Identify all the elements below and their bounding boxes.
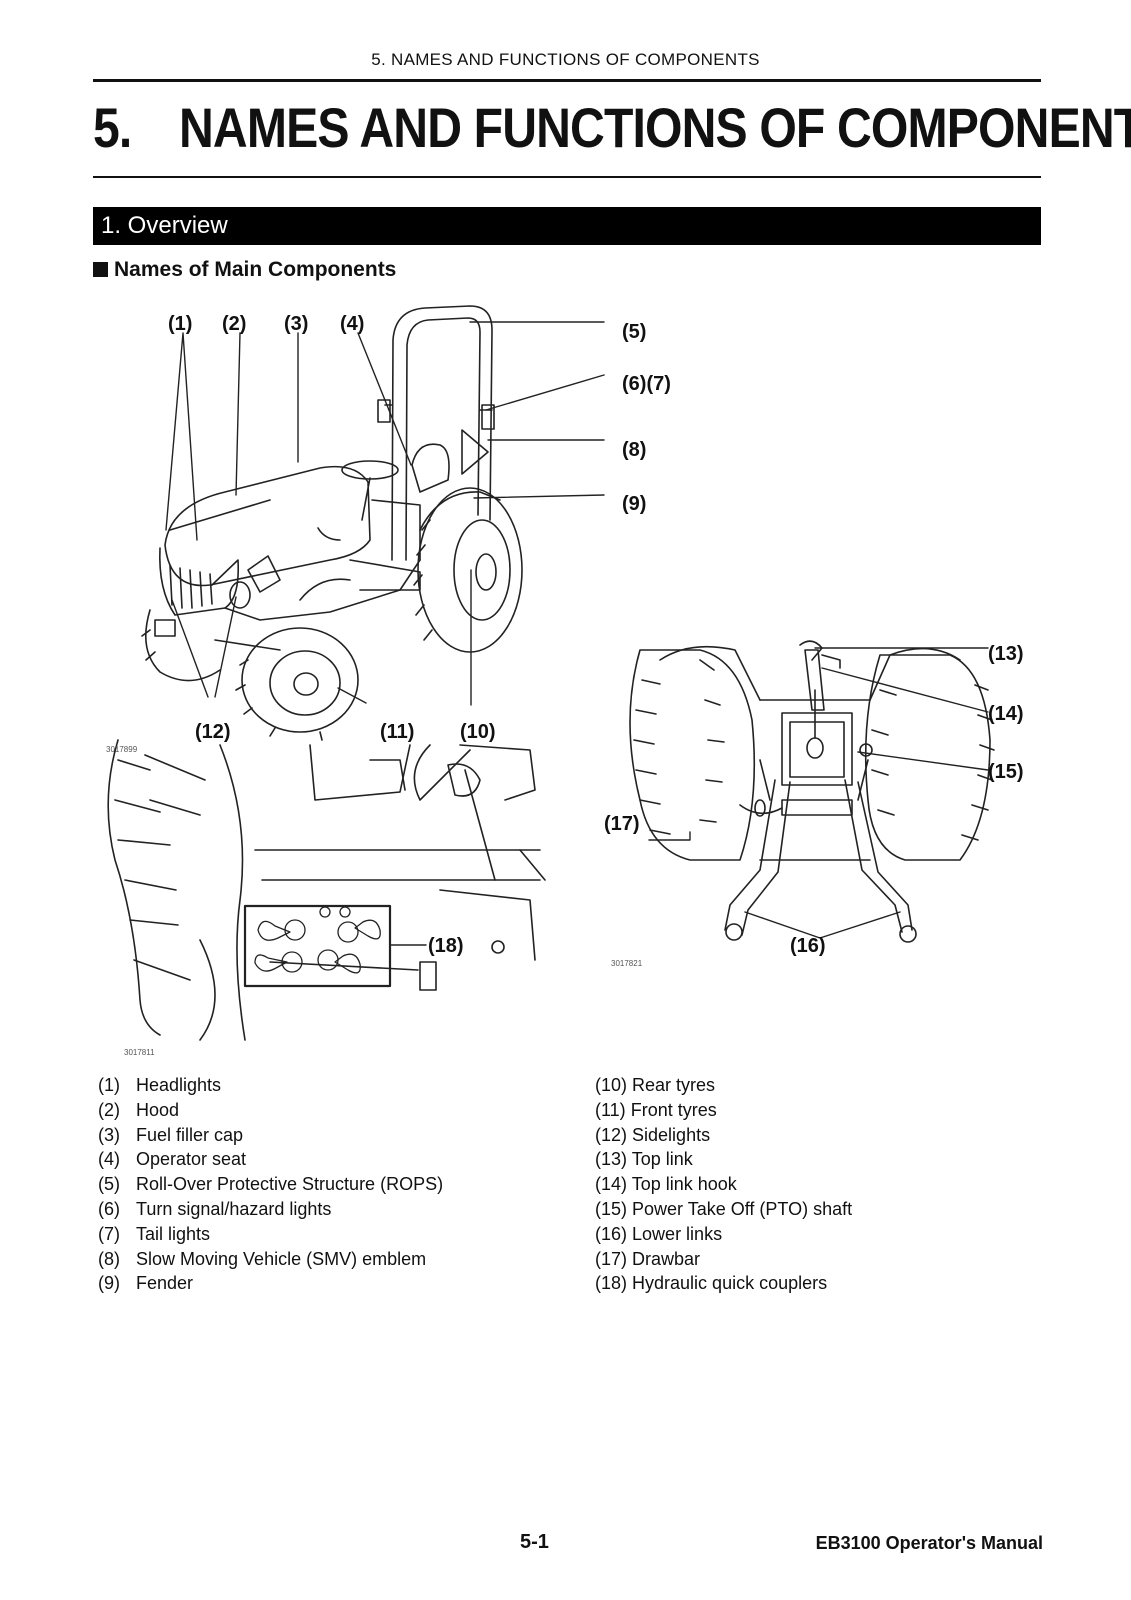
callout-8: (8) (622, 439, 646, 461)
legend-item: (13) Top link (595, 1147, 852, 1172)
legend-item-label: Top link (631, 1149, 693, 1170)
legend-item-number: (18) (595, 1273, 628, 1294)
components-figure: (1) (2) (3) (4) (5) (6)(7) (8) (9) (10) … (106, 305, 1024, 1057)
legend-item-number: (8) (98, 1248, 120, 1269)
legend-item-label: Drawbar (632, 1248, 701, 1269)
callout-13: (13) (988, 643, 1024, 665)
figure-code-rear-hitch: 3017821 (611, 959, 643, 968)
legend-item-label: Tail lights (136, 1223, 211, 1244)
callout-14: (14) (988, 703, 1024, 725)
legend-right: (10) Rear tyres(11) Front tyres(12) Side… (595, 1073, 852, 1296)
legend-item-number: (2) (98, 1099, 120, 1120)
callout-2: (2) (222, 313, 246, 335)
legend-item-number: (10) (595, 1075, 628, 1095)
tractor-drawing (141, 305, 523, 741)
legend-item-label: Top link hook (631, 1174, 737, 1195)
callout-16: (16) (790, 935, 826, 957)
legend-item: (3) Fuel filler cap (98, 1123, 443, 1148)
square-bullet-icon (93, 262, 108, 277)
legend-item-label: Front tyres (630, 1099, 717, 1120)
legend-item: (18) Hydraulic quick couplers (595, 1271, 852, 1296)
legend-item-label: Fuel filler cap (136, 1124, 244, 1145)
legend-item-label: Fender (136, 1273, 194, 1294)
legend-item: (7) Tail lights (98, 1222, 443, 1247)
subheading: Names of Main Components (93, 258, 396, 282)
header-rule (93, 79, 1041, 82)
legend-item-label: Headlights (136, 1075, 222, 1095)
legend-item-label: Lower links (632, 1223, 723, 1244)
figure-code-tractor: 3017899 (106, 745, 138, 754)
chapter-number: 5. (93, 96, 132, 159)
legend-item-label: Hood (136, 1099, 180, 1120)
legend-item-number: (11) (595, 1099, 626, 1120)
legend-item-label: Power Take Off (PTO) shaft (632, 1198, 853, 1219)
callout-18: (18) (428, 935, 464, 957)
figure-code-couplers: 3017811 (124, 1048, 155, 1057)
legend-item-number: (15) (595, 1198, 628, 1219)
callout-17: (17) (604, 813, 640, 835)
legend-item-number: (6) (98, 1198, 120, 1219)
legend-item-number: (7) (98, 1223, 120, 1244)
legend-item: (16) Lower links (595, 1222, 852, 1247)
rear-leaders (648, 647, 989, 939)
subheading-text: Names of Main Components (114, 258, 397, 281)
legend-left: (1)Headlights(2)Hood(3)Fuel filler cap(4… (98, 1073, 443, 1296)
chapter-title: 5. NAMES AND FUNCTIONS OF COMPONENTS (93, 95, 1131, 160)
callout-5: (5) (622, 321, 646, 343)
legend-item-label: Operator seat (136, 1149, 247, 1170)
legend-item-number: (3) (98, 1124, 120, 1145)
manual-title: EB3100 Operator's Manual (815, 1533, 1043, 1553)
rear-hitch-drawing (629, 640, 995, 943)
couplers-drawing (107, 739, 546, 1041)
callout-6-7: (6)(7) (622, 373, 671, 395)
legend-item: (10) Rear tyres (595, 1073, 852, 1098)
legend-item-number: (1) (98, 1075, 120, 1095)
legend-item: (8) Slow Moving Vehicle (SMV) emblem (98, 1247, 443, 1272)
callout-11: (11) (380, 721, 414, 743)
callout-3: (3) (284, 313, 308, 335)
legend-item: (11) Front tyres (595, 1098, 852, 1123)
callout-10: (10) (460, 721, 496, 743)
page-number: 5-1 (520, 1531, 549, 1553)
callout-12: (12) (195, 721, 231, 743)
legend-item-number: (16) (595, 1223, 628, 1244)
callout-15: (15) (988, 761, 1024, 783)
legend-item-number: (5) (98, 1174, 120, 1195)
legend-item-number: (13) (595, 1149, 628, 1170)
tractor-leaders (165, 321, 605, 706)
legend-item-label: Slow Moving Vehicle (SMV) emblem (136, 1248, 427, 1269)
legend-item: (9) Fender (98, 1271, 443, 1296)
legend-item-label: Hydraulic quick couplers (632, 1273, 828, 1294)
coupler-fittings (254, 906, 381, 974)
section-title: 1. Overview (93, 207, 1041, 245)
legend-item: (12) Sidelights (595, 1123, 852, 1148)
legend-item-label: Turn signal/hazard lights (136, 1198, 332, 1219)
legend-item: (5) Roll-Over Protective Structure (ROPS) (98, 1172, 443, 1197)
legend-item-number: (12) (595, 1124, 628, 1145)
legend-item: (1) Headlights (98, 1073, 443, 1098)
legend-item: (14) Top link hook (595, 1172, 852, 1197)
legend-item: (17) Drawbar (595, 1247, 852, 1272)
legend-item-number: (17) (595, 1248, 628, 1269)
legend-item: (6) Turn signal/hazard lights (98, 1197, 443, 1222)
legend-item: (4) Operator seat (98, 1147, 443, 1172)
running-head: 5. NAMES AND FUNCTIONS OF COMPONENTS (371, 50, 760, 69)
callout-9: (9) (622, 493, 646, 515)
callout-1: (1) (168, 313, 192, 335)
title-rule (93, 176, 1041, 178)
chapter-title-text: NAMES AND FUNCTIONS OF COMPONENTS (179, 96, 1131, 159)
callout-4: (4) (340, 313, 364, 335)
legend-item-number: (14) (595, 1174, 628, 1195)
legend-item-number: (9) (98, 1273, 120, 1294)
legend-item: (2) Hood (98, 1098, 443, 1123)
legend-item: (15) Power Take Off (PTO) shaft (595, 1197, 852, 1222)
legend-item-label: Sidelights (632, 1124, 711, 1145)
legend-item-number: (4) (98, 1149, 120, 1170)
legend-item-label: Rear tyres (632, 1075, 716, 1095)
legend-item-label: Roll-Over Protective Structure (ROPS) (136, 1174, 444, 1195)
